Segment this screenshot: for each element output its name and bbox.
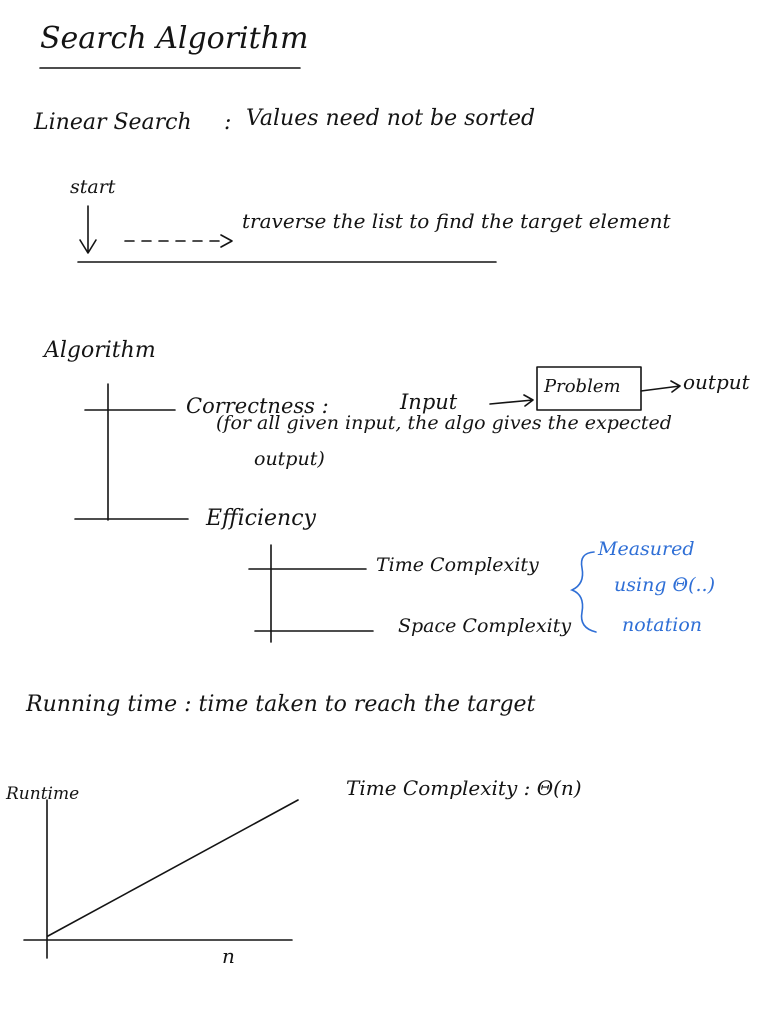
blue-brace [569,551,597,633]
correctness-note-line2: output) [254,448,325,470]
traverse-text: traverse the list to find the target ele… [242,209,671,233]
time-complexity-label: Time Complexity [376,554,539,576]
output-label: output [683,370,750,394]
running-time-text: Running time : time taken to reach the t… [26,692,536,717]
measured-line1: Measured [598,538,695,560]
input-label: Input [400,390,458,414]
linear-search-note: Values need not be sorted [246,106,536,131]
efficiency-label: Efficiency [206,506,316,531]
algorithm-heading: Algorithm [44,338,156,363]
start-label: start [70,176,116,198]
measured-line2: using Θ(..) [614,574,715,596]
start-arrow [79,205,97,254]
graph-x-label: n [222,944,235,968]
page-title: Search Algorithm [40,21,309,56]
space-complexity-label: Space Complexity [398,615,572,637]
problem-label: Problem [544,376,621,397]
correctness-note-line1: (for all given input, the algo gives the… [216,412,672,434]
linear-search-colon: : [224,110,232,135]
graph-y-label: Runtime [6,784,80,804]
measured-line3: notation [622,614,703,636]
problem-box [536,366,642,411]
input-arrow [489,394,534,407]
linear-search-label: Linear Search [34,110,192,135]
correctness-label: Correctness : [186,394,329,418]
graph-line [47,799,299,937]
time-complexity-result: Time Complexity : Θ(n) [346,776,582,800]
dashed-arrow-head [220,234,233,248]
output-arrow [640,380,681,393]
